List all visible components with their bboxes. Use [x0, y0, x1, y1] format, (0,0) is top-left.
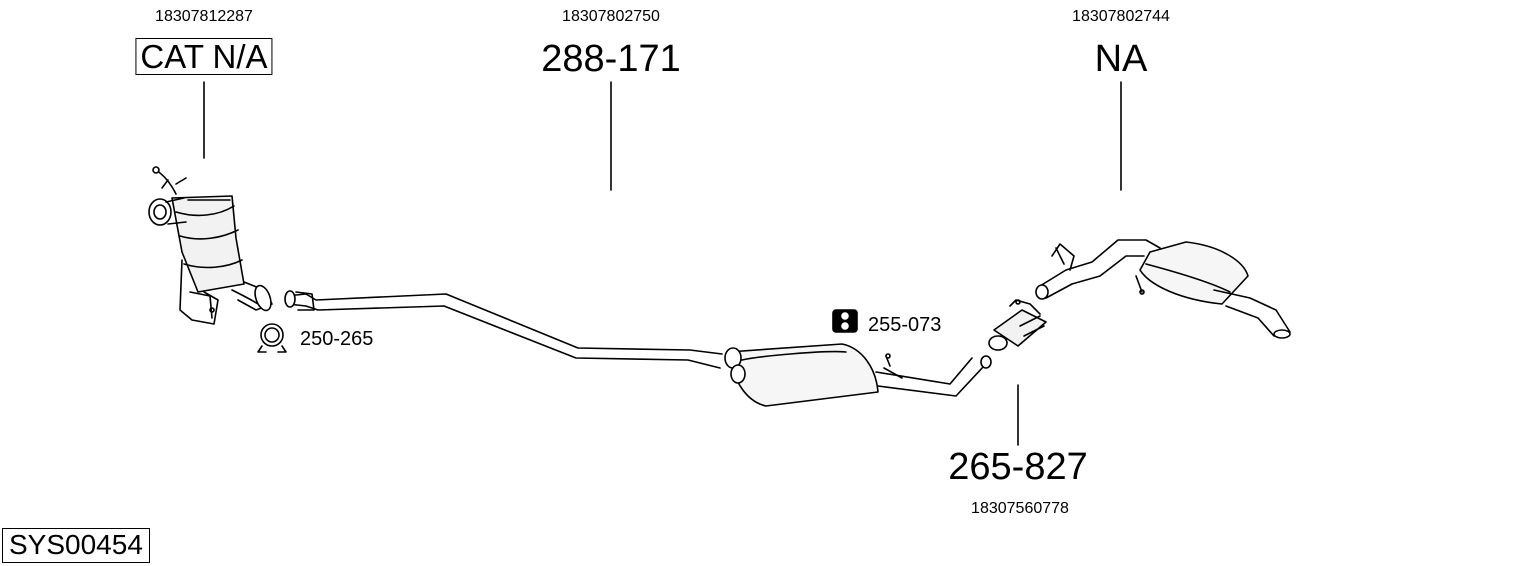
part-number-rear-silencer[interactable]: NA	[1094, 38, 1148, 80]
accessory-rubber-mount-label[interactable]: 255-073	[868, 314, 942, 336]
oem-number-middle-pipe: 18307802750	[562, 8, 660, 25]
part-number-cat[interactable]: CAT N/A	[135, 38, 273, 75]
part-number-middle-pipe[interactable]: 288-171	[541, 38, 681, 80]
system-id-label: SYS00454	[2, 528, 150, 563]
accessory-pipe-clamp-label[interactable]: 250-265	[300, 328, 374, 350]
middle-pipe-drawing	[284, 290, 723, 369]
oem-number-cat: 18307812287	[155, 8, 253, 25]
pipe-clamp-icon	[257, 323, 287, 353]
part-number-front-silencer[interactable]: 265-827	[948, 446, 1088, 488]
rear-silencer-drawing	[1035, 239, 1291, 339]
catalytic-converter-drawing	[148, 166, 273, 325]
pipe-connector-drawing	[988, 299, 1047, 351]
oem-number-front-silencer: 18307560778	[971, 500, 1069, 517]
rubber-mount-icon	[832, 309, 858, 333]
front-silencer-drawing	[724, 343, 992, 407]
oem-number-rear-silencer: 18307802744	[1072, 8, 1170, 25]
